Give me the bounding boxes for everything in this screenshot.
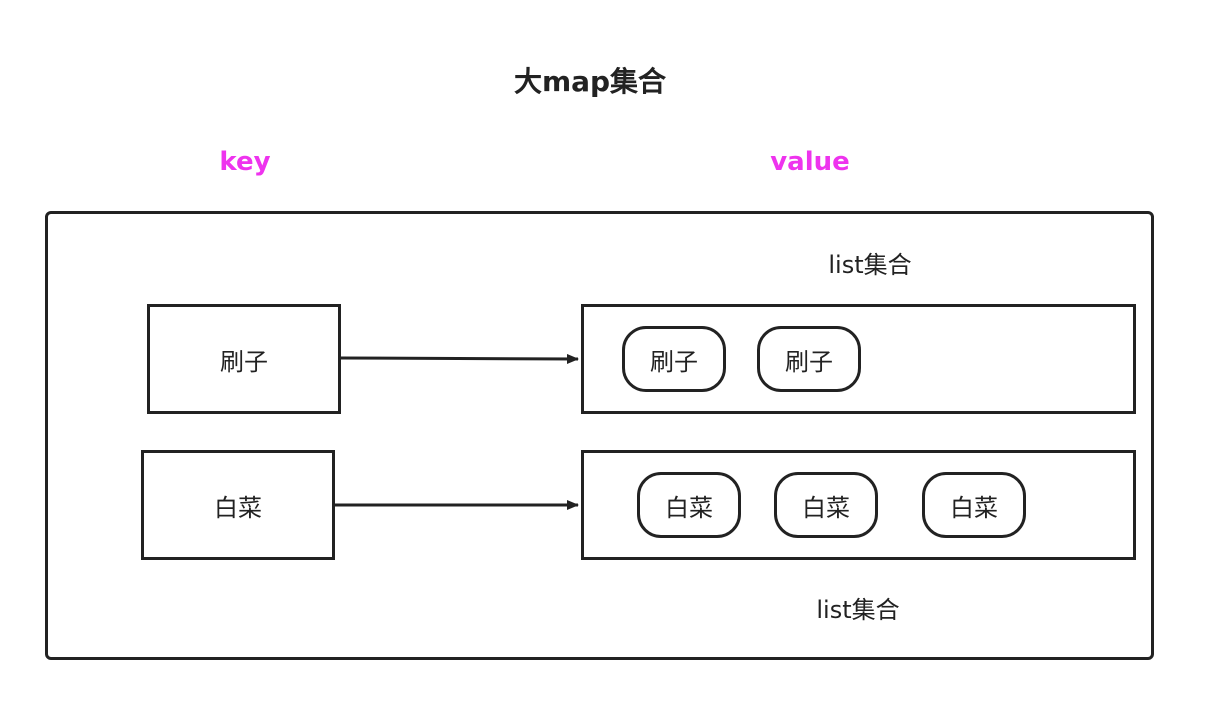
list-element: 白菜 bbox=[922, 472, 1026, 538]
list-element-label: 白菜 bbox=[802, 493, 850, 522]
key-column-label: key bbox=[219, 147, 271, 177]
key-to-list-arrow bbox=[340, 353, 579, 364]
list-caption: list集合 bbox=[816, 596, 900, 624]
map-key-label: 刷子 bbox=[220, 347, 268, 376]
map-key-label: 白菜 bbox=[214, 493, 262, 522]
list-element: 刷子 bbox=[757, 326, 861, 392]
list-element: 刷子 bbox=[622, 326, 726, 392]
map-key-box: 刷子 bbox=[147, 304, 341, 414]
list-element: 白菜 bbox=[637, 472, 741, 538]
list-caption: list集合 bbox=[828, 251, 912, 279]
map-container bbox=[45, 211, 1154, 660]
list-element-label: 白菜 bbox=[950, 493, 998, 522]
list-element-label: 刷子 bbox=[650, 347, 698, 376]
diagram-title: 大map集合 bbox=[513, 65, 667, 98]
list-element-label: 白菜 bbox=[665, 493, 713, 522]
list-element: 白菜 bbox=[774, 472, 878, 538]
list-element-label: 刷子 bbox=[785, 347, 833, 376]
map-key-box: 白菜 bbox=[141, 450, 335, 560]
value-column-label: value bbox=[770, 147, 850, 177]
